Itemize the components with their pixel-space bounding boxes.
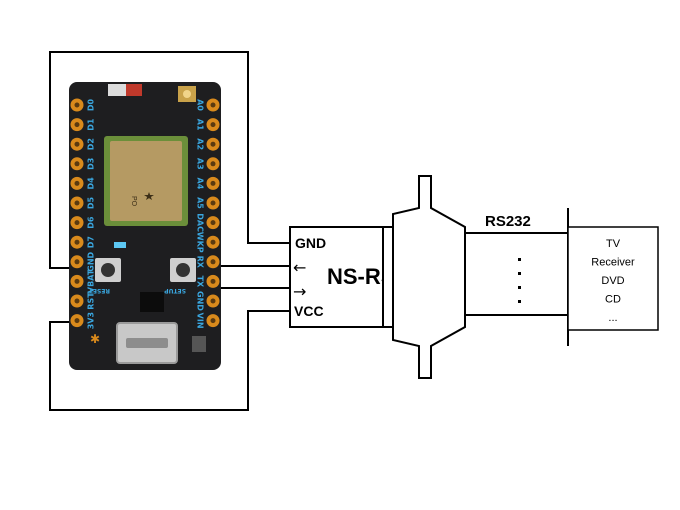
module-text: PO [130,196,137,207]
db9-flange [392,175,466,379]
left-pin-label: VBAT [87,269,96,293]
rs232-link: RS232 [465,213,568,316]
gnd-label: GND [295,235,326,251]
right-pin-label: A4 [196,178,205,190]
pin-hole [210,239,216,245]
top-led-cap [126,84,142,96]
db9-connector [382,175,466,379]
power-logo-icon: ✱ [90,332,100,346]
pin-hole [210,220,216,226]
pin-hole [210,259,216,265]
left-pin-label: D4 [87,177,96,190]
module-logo-icon [144,192,154,200]
pin-hole [210,180,216,186]
pin-hole [74,141,80,147]
pin-hole [210,122,216,128]
pin-hole [210,298,216,304]
right-pin-label: GND [196,291,205,311]
pin-hole [74,298,80,304]
setup-label: SETUP [164,287,186,294]
right-pin-label: A1 [196,119,205,131]
pin-hole [74,161,80,167]
right-pin-label: DAC [196,213,205,232]
pin-hole [74,278,80,284]
gnd-wire-loop [49,51,290,269]
microcontroller-board: PO RESET SETUP ✱ D0D1D2D3D4D5D6D7GNDVBAT… [69,82,221,370]
wiring-lines [49,51,290,411]
pin-hole [210,200,216,206]
reset-button-cap [101,263,115,277]
device-item: Receiver [591,257,635,269]
pin-hole [74,180,80,186]
pin-hole [210,318,216,324]
device-item: TV [606,238,621,250]
right-pin-label: VIN [196,313,205,329]
regulator-chip [140,292,164,312]
usb-port [126,338,168,348]
pin-hole [210,141,216,147]
left-pin-label: RST [87,292,96,310]
left-pin-label: D7 [87,236,96,248]
pin-hole [210,161,216,167]
pin-hole [74,122,80,128]
vcc-label: VCC [294,303,324,319]
pin-hole [210,278,216,284]
device-item: CD [605,294,621,306]
pin-hole [74,239,80,245]
right-pin-label: A0 [196,99,205,111]
wifi-module [110,141,182,221]
pin-hole [74,259,80,265]
device-item: ... [608,312,617,324]
device-item: DVD [601,275,624,287]
pin-hole [210,102,216,108]
rs232-label: RS232 [485,213,531,230]
ellipsis-dots [518,258,521,303]
antenna-center [183,90,191,98]
reset-label: RESET [88,287,110,294]
right-pin-label: TX [196,276,205,288]
right-pin-label: A5 [196,197,205,209]
left-pin-label: 3V3 [87,312,96,329]
setup-button-cap [176,263,190,277]
left-pin-label: D1 [87,118,96,131]
db9-plug-face [382,226,394,328]
left-pin-label: GND [87,251,96,271]
left-pin-label: D3 [87,158,96,170]
right-pin-label: A2 [196,138,205,150]
status-led [114,242,126,248]
diode [192,336,206,352]
left-pin-label: D2 [87,138,96,150]
right-pin-label: WKP [196,232,205,253]
left-pin-label: D6 [87,216,96,229]
pin-hole [74,200,80,206]
pin-hole [74,318,80,324]
arrow-left-icon: ← [293,258,306,277]
right-pin-label: RX [196,256,205,269]
pin-hole [74,220,80,226]
right-pin-label: A3 [196,158,205,170]
arrow-right-icon: → [293,282,306,301]
left-pin-label: D0 [87,98,96,111]
left-pin-label: D5 [87,196,96,209]
ns-rs232-converter: GND ← → VCC NS-RS232 [289,226,432,328]
device-box [567,226,659,331]
pin-hole [74,102,80,108]
vcc-wire-loop [49,310,290,411]
